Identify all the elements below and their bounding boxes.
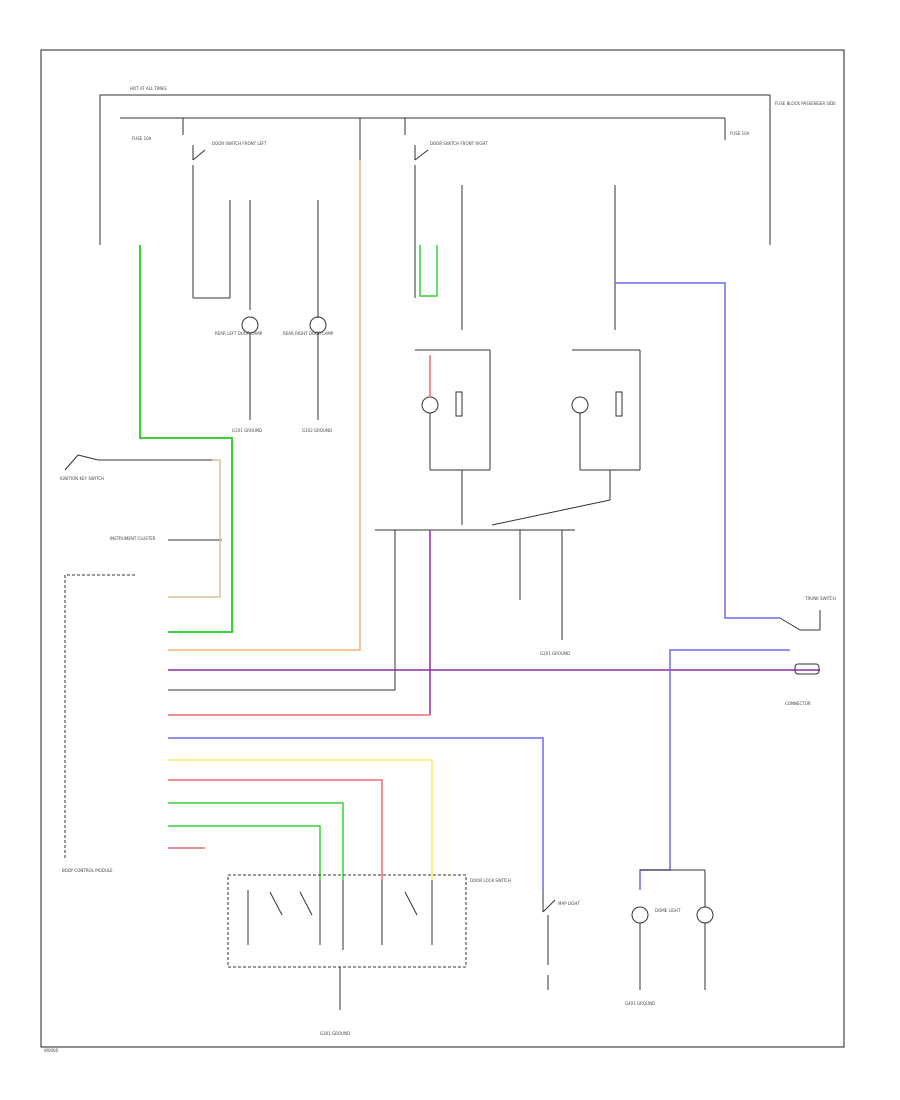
wire-green-1 <box>139 245 233 633</box>
body-control-module <box>64 574 135 860</box>
door-sw-front-right-label: DOOR SWITCH FRONT RIGHT <box>430 141 488 146</box>
power-bus <box>99 94 771 245</box>
ground-g2-label: G102 GROUND <box>302 428 332 433</box>
lamp-rear-right-label: REAR RIGHT DOOR LAMP <box>283 331 334 336</box>
trunk-switch <box>779 610 821 675</box>
lamp-rear-left-label: REAR LEFT DOOR LAMP <box>215 331 263 336</box>
fuse-left-label: FUSE 10A <box>132 136 152 141</box>
wire-purple <box>168 530 820 715</box>
fuse-note-right: FUSE BLOCK PASSENGER SIDE <box>775 101 836 106</box>
lamp-rear-right <box>309 200 327 420</box>
ground-g1-label: G101 GROUND <box>232 428 262 433</box>
fuse-box-label: HOT AT ALL TIMES <box>130 86 167 91</box>
ground-g5-label: G401 GROUND <box>625 1001 655 1006</box>
lamp-rear-left <box>241 316 259 420</box>
wire-green-2 <box>419 245 438 297</box>
door-switch-front-right <box>359 135 616 330</box>
lamp-assembly-middle-left <box>415 349 491 525</box>
wire-yellow <box>168 759 433 880</box>
wire-red-1 <box>168 355 431 716</box>
door-lock-switch-label: DOOR LOCK SWITCH <box>470 878 511 883</box>
wire-tan <box>168 459 221 598</box>
fuse-right-label: FUSE 10A <box>730 131 750 136</box>
connector-note-label: CONNECTOR <box>785 701 811 706</box>
map-light <box>542 890 556 990</box>
door-sw-front-left-label: DOOR SWITCH FRONT LEFT <box>212 141 267 146</box>
ignition-key-switch-label: IGNITION KEY SWITCH <box>60 476 104 481</box>
dome-light <box>631 869 714 990</box>
ground-g4-label: G301 GROUND <box>320 1031 350 1036</box>
wire-black <box>168 680 396 691</box>
splice-bus <box>375 529 575 680</box>
wire-green-3 <box>168 802 344 880</box>
wire-orange <box>168 160 361 651</box>
door-switch-front-left <box>192 145 251 310</box>
ground-g3-label: G201 GROUND <box>540 651 570 656</box>
door-lock-switch <box>227 874 467 1010</box>
instrument-cluster-label: INSTRUMENT CLUSTER <box>110 536 156 541</box>
lamp-assembly-middle-right <box>491 349 641 526</box>
wire-blue <box>168 282 790 890</box>
ignition-key-switch <box>64 454 212 471</box>
dome-light-label: DOME LIGHT <box>655 908 681 913</box>
footer-code: W0000 <box>44 1048 59 1053</box>
wire-red-2 <box>168 779 383 880</box>
module-label: BODY CONTROL MODULE <box>62 868 113 873</box>
trunk-switch-label: TRUNK SWITCH <box>804 596 836 601</box>
diagram-frame <box>40 49 845 1048</box>
map-light-label: MAP LIGHT <box>558 901 580 906</box>
